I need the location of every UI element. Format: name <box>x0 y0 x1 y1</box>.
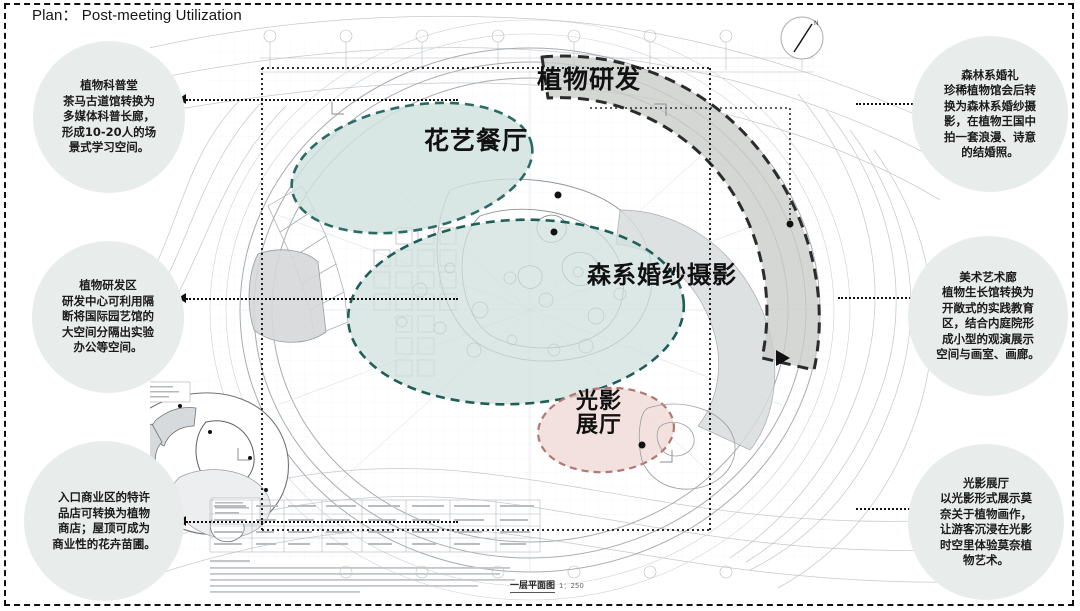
zone-plant-research <box>540 54 821 372</box>
annotation-bubble-entrance-retail[interactable]: 入口商业区的特许 品店可转换为植物 商店；屋顶可成为 商业性的花卉苗圃。 <box>24 441 184 601</box>
annotation-text-plant-rd-zone: 植物研发区 研发中心可利用隔 断将国际园艺馆的 大空间分隔出实验 办公等空间。 <box>62 278 154 355</box>
leader-line-2 <box>186 298 458 300</box>
annotation-bubble-art-gallery[interactable]: 美术艺术廊 植物生长馆转换为 开敞式的实践教育 区，结合内庭院形 成小型的观演展… <box>908 236 1068 396</box>
leader-line-3 <box>186 521 458 523</box>
architectural-plan-drawing: N <box>150 10 940 605</box>
annotation-bubble-plant-science-hall[interactable]: 植物科普堂 茶马古道馆转换为 多媒体科普长廊， 形成10-20人的场 景式学习空… <box>33 41 185 193</box>
annotation-bubble-forest-wedding[interactable]: 森林系婚礼 珍稀植物馆会后转 换为森林系婚纱摄 影，在植物王国中 拍一套浪漫、诗… <box>912 36 1068 192</box>
plan-caption-scale: 1：250 <box>559 582 584 590</box>
zone-forest-wedding <box>346 218 686 406</box>
annotation-text-light-shadow-hall: 光影展厅 以光影形式展示莫 奈关于植物画作， 让游客沉浸在光影 时空里体验莫奈植… <box>940 475 1032 568</box>
leader-line-1 <box>186 99 458 101</box>
annotation-text-entrance-retail: 入口商业区的特许 品店可转换为植物 商店；屋顶可成为 商业性的花卉苗圃。 <box>52 490 156 551</box>
annotation-bubble-light-shadow-hall[interactable]: 光影展厅 以光影形式展示莫 奈关于植物画作， 让游客沉浸在光影 时空里体验莫奈植… <box>908 444 1064 600</box>
leader-line-4 <box>856 103 916 105</box>
annotation-text-forest-wedding: 森林系婚礼 珍稀植物馆会后转 换为森林系婚纱摄 影，在植物王国中 拍一套浪漫、诗… <box>944 67 1036 160</box>
annotation-text-plant-science-hall: 植物科普堂 茶马古道馆转换为 多媒体科普长廊， 形成10-20人的场 景式学习空… <box>61 78 157 155</box>
north-arrow-icon: N <box>780 16 824 60</box>
svg-text:N: N <box>814 20 819 27</box>
zone-floral-restaurant <box>290 101 534 235</box>
plan-caption-name: 一层平面图 <box>510 581 556 593</box>
page-title: Plan： Post-meeting Utilization <box>32 7 242 24</box>
leader-line-6 <box>856 508 914 510</box>
annotation-text-art-gallery: 美术艺术廊 植物生长馆转换为 开敞式的实践教育 区，结合内庭院形 成小型的观演展… <box>936 269 1040 362</box>
leader-arrow-2 <box>178 293 186 303</box>
annotation-bubble-plant-rd-zone[interactable]: 植物研发区 研发中心可利用隔 断将国际园艺馆的 大空间分隔出实验 办公等空间。 <box>32 241 184 393</box>
leader-line-5 <box>838 297 914 299</box>
